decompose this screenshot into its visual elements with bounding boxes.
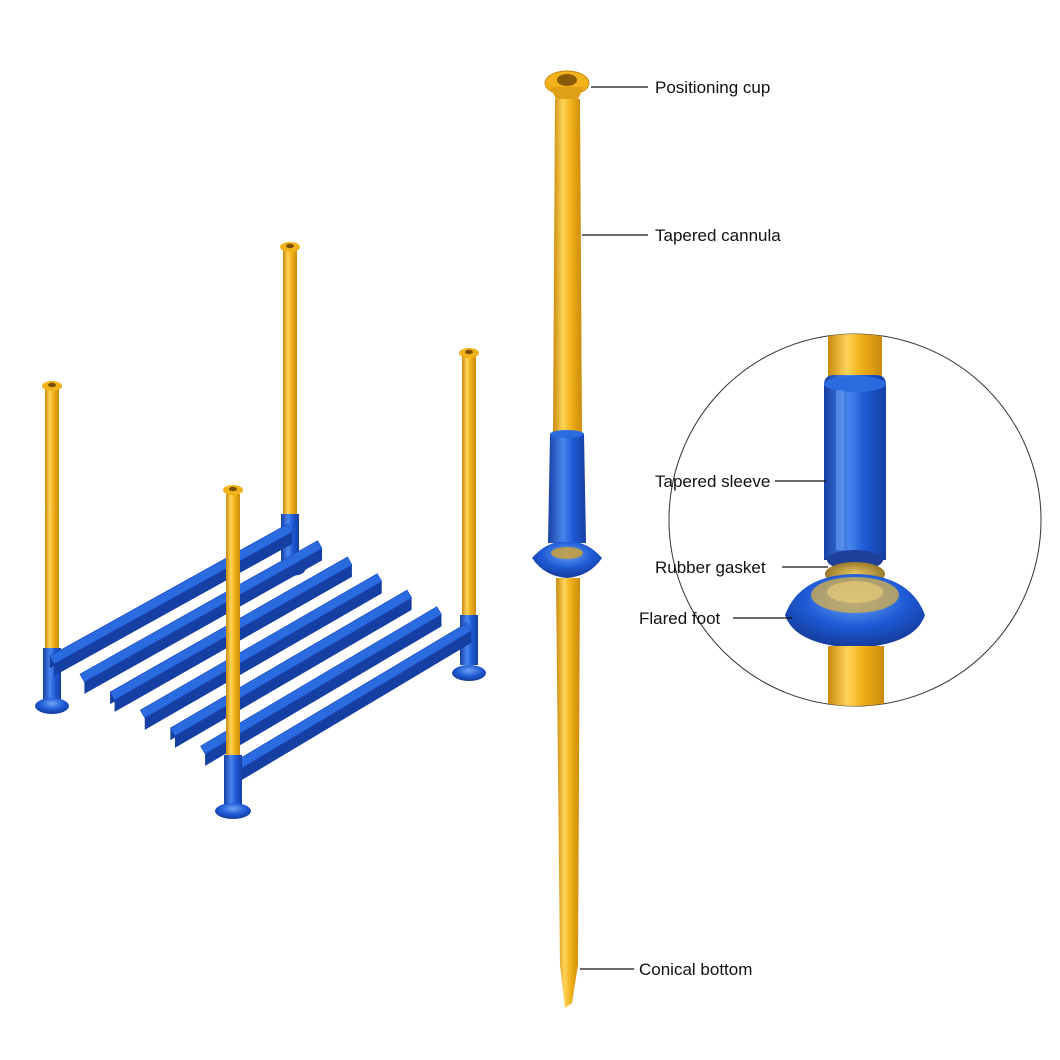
stacking-rack <box>35 242 486 819</box>
rack-post-front <box>215 485 251 819</box>
rack-frame-crossbar <box>139 573 383 719</box>
leader-lines <box>580 86 828 970</box>
detail-view <box>668 333 1042 707</box>
rack-frame-crossbar <box>200 606 442 755</box>
rack-base-frame <box>49 523 472 784</box>
rack-frame-crossbar-side <box>235 630 472 784</box>
label-tapered-sleeve: Tapered sleeve <box>655 472 770 491</box>
rack-frame-crossbar-side <box>144 581 382 730</box>
label-rubber-gasket: Rubber gasket <box>655 558 766 577</box>
rack-frame-crossbar <box>79 540 323 683</box>
rack-frame-crossbar-side <box>205 614 442 766</box>
label-conical-bottom: Conical bottom <box>639 960 752 979</box>
rack-post-right <box>452 348 486 681</box>
rack-post-left <box>35 381 69 714</box>
rack-post-back <box>280 242 300 564</box>
label-tapered-cannula: Tapered cannula <box>655 226 781 245</box>
single-post <box>532 70 602 1008</box>
label-positioning-cup: Positioning cup <box>655 78 770 97</box>
label-flared-foot: Flared foot <box>639 609 721 628</box>
rack-frame-crossbar-side <box>84 548 323 694</box>
labels: Positioning cup Tapered cannula Tapered … <box>639 78 781 979</box>
